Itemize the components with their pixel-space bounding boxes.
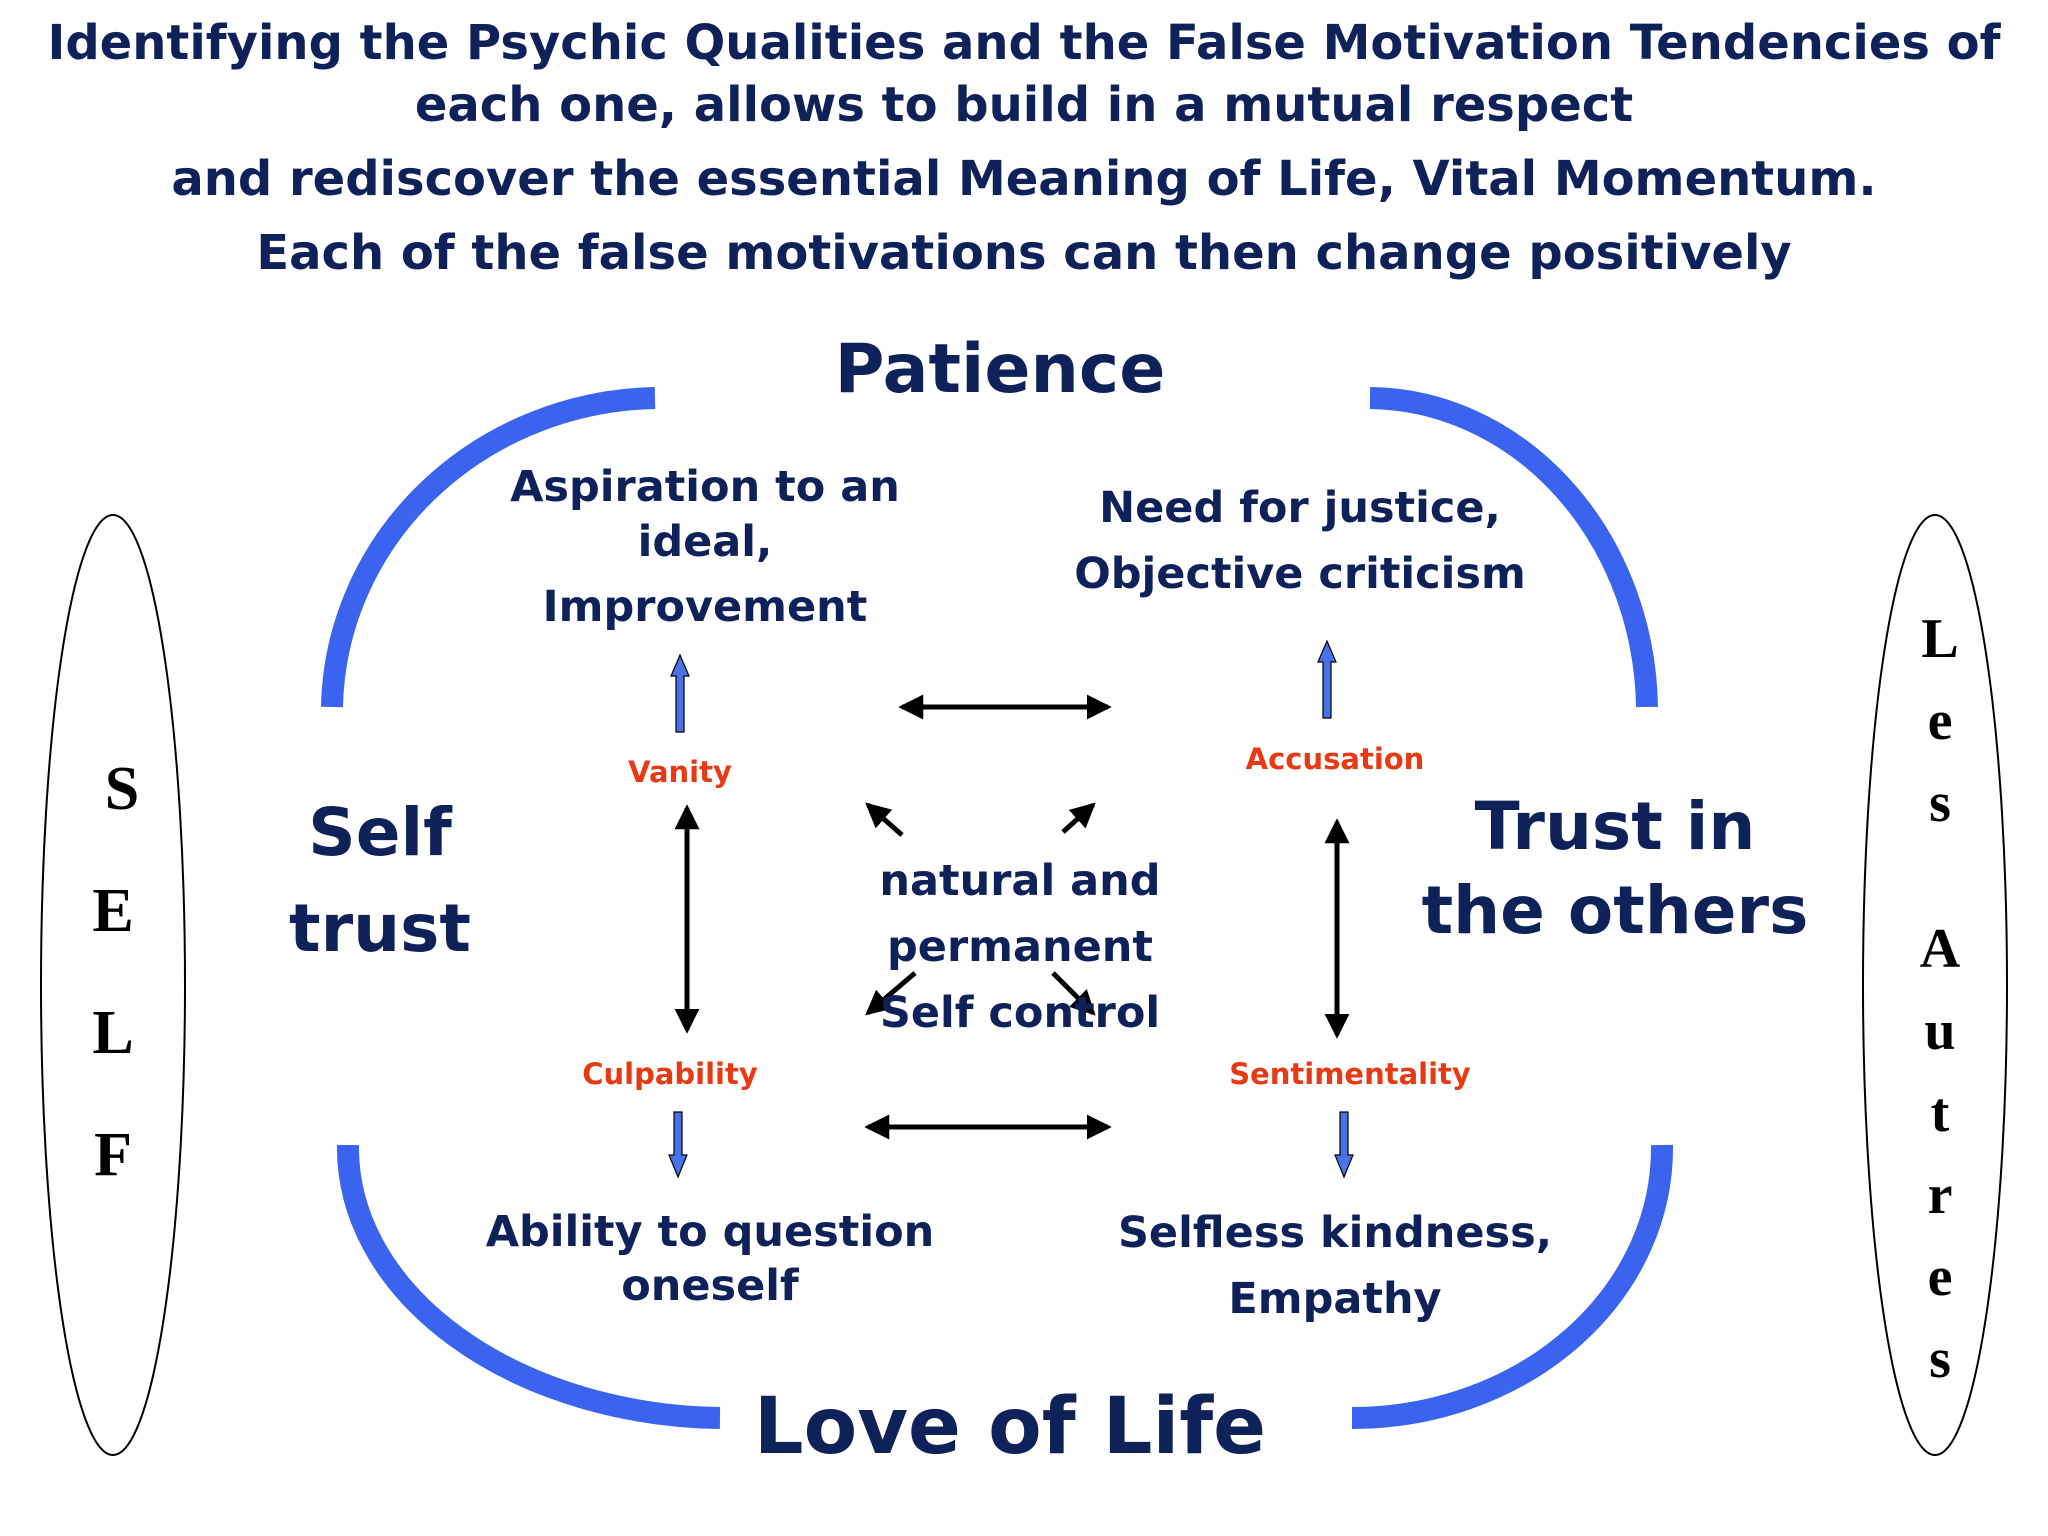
pole-self-trust-line-1: Self	[308, 794, 452, 871]
quality-bottom-right-line-1: Selfless kindness,	[1117, 1208, 1553, 1258]
autres-letter-u: u	[1924, 1000, 1956, 1062]
self-letter-f: F	[94, 1121, 132, 1189]
arrow-diag-up-left	[865, 802, 904, 837]
pole-love-of-life: Love of Life	[753, 1382, 1267, 1472]
blue-arrow-down-right	[1334, 1111, 1354, 1179]
center-line-2: Self control	[879, 988, 1161, 1038]
arrow-diag-down-right	[1051, 971, 1096, 1016]
quality-top-left-line-3: Improvement	[542, 582, 868, 632]
les-autres-vertical-label: L e s A u t r e s	[1890, 598, 1990, 1400]
quality-top-left-line-1: Aspiration to an	[510, 462, 900, 512]
quality-top-left-line-2: ideal,	[637, 517, 773, 567]
false-motivation-sentimentality: Sentimentality	[1229, 1057, 1471, 1091]
arc-bottom-left	[336, 1144, 721, 1429]
les-letter-s: s	[1929, 772, 1951, 834]
autres-letter-a: A	[1919, 918, 1961, 980]
autres-letter-t: t	[1930, 1082, 1950, 1144]
quality-top-right-line-2: Objective criticism	[1074, 549, 1526, 599]
false-motivation-accusation: Accusation	[1245, 742, 1425, 776]
quality-bottom-right-line-2: Empathy	[1228, 1274, 1442, 1324]
arrow-diag-up-right	[1061, 802, 1096, 834]
header-line-3: and rediscover the essential Meaning of …	[171, 151, 1877, 207]
blue-arrow-down-left	[668, 1111, 688, 1179]
quality-top-left: Aspiration to an ideal, Improvement	[470, 460, 940, 635]
false-motivation-vanity: Vanity	[628, 755, 732, 789]
self-letter-l: L	[92, 999, 134, 1067]
false-motivation-culpability: Culpability	[582, 1057, 758, 1091]
autres-letter-s: s	[1929, 1328, 1951, 1390]
les-letter-e: e	[1927, 690, 1953, 752]
header-line-1: Identifying the Psychic Qualities and th…	[47, 15, 2001, 71]
pole-trust-in-others: Trust in the others	[1395, 785, 1835, 953]
header-line-2: each one, allows to build in a mutual re…	[414, 77, 1634, 133]
quality-bottom-right: Selfless kindness, Empathy	[1085, 1200, 1585, 1332]
quality-top-right-line-1: Need for justice,	[1099, 483, 1501, 533]
quality-bottom-left-line-2: oneself	[621, 1261, 799, 1311]
arrow-diag-down-left	[865, 971, 917, 1016]
arc-top-left	[321, 387, 656, 708]
blue-arrow-up-left	[670, 653, 690, 733]
center-line-1: natural and permanent	[879, 856, 1161, 972]
arc-top-right	[1369, 387, 1658, 708]
center-self-control: natural and permanent Self control	[740, 848, 1300, 1046]
self-letter-s: S	[104, 755, 140, 823]
autres-letter-e: e	[1927, 1246, 1953, 1308]
blue-arrow-up-right	[1317, 639, 1337, 719]
quality-bottom-left: Ability to question oneself	[460, 1205, 960, 1313]
autres-letter-r: r	[1927, 1164, 1953, 1226]
self-letter-e: E	[92, 877, 134, 945]
pole-self-trust: Self trust	[230, 785, 530, 977]
self-vertical-label: S E L F	[68, 728, 158, 1216]
pole-patience: Patience	[834, 330, 1166, 409]
quality-bottom-left-line-1: Ability to question	[485, 1207, 935, 1257]
les-letter-l: L	[1921, 608, 1959, 670]
pole-trust-line-2: the others	[1421, 872, 1809, 949]
arc-bottom-right	[1351, 1144, 1674, 1429]
pole-self-trust-line-2: trust	[289, 890, 471, 967]
header-line-4: Each of the false motivations can then c…	[256, 225, 1792, 281]
les-autres-ellipse	[1862, 514, 2008, 1456]
quality-top-right: Need for justice, Objective criticism	[1040, 475, 1560, 607]
self-ellipse	[40, 514, 186, 1456]
pole-trust-line-1: Trust in	[1474, 788, 1756, 865]
